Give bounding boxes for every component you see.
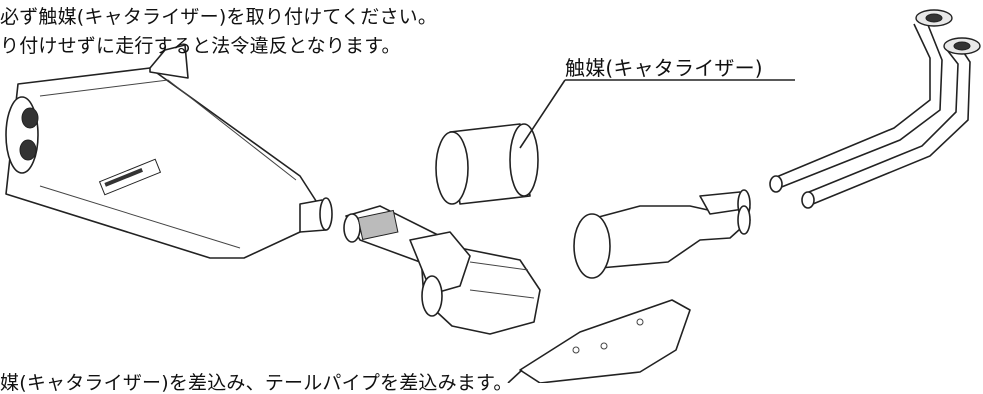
muffler [5,44,333,259]
link-pipe [343,205,541,335]
heat-shield [519,299,691,383]
warning-text-line-2: り付けせずに走行すると法令違反となります。 [0,35,401,57]
exploded-diagram [5,9,981,383]
bottom-bracket-line [507,369,523,383]
catalyst-label: 触媒(キャタライザー) [565,56,763,80]
bottom-instruction-text: 媒(キャタライザー)を差込み、テールパイプを差込みます。 [0,372,513,394]
catalyst-leader-line [519,79,795,149]
header-pipes [769,9,981,209]
warning-text-line-1: 必ず触媒(キャタライザー)を取り付けてください。 [0,6,438,28]
akrapovic-logo [98,158,162,196]
catalyst-cylinder [435,123,539,205]
tail-pipe-catalyst [573,189,751,279]
